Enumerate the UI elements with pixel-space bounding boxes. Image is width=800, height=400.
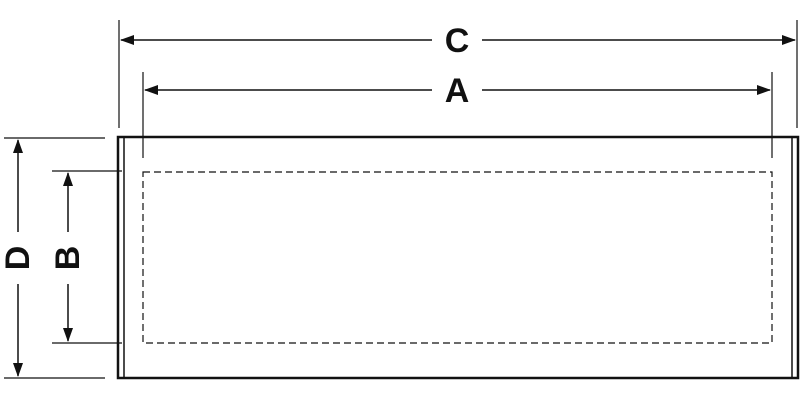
dimension-label-a: A [445,72,470,110]
dimension-label-d: D [0,246,37,271]
inner-cutout-dashed [142,171,773,344]
dimension-label-c: C [445,22,470,60]
dimension-label-b: B [49,246,87,271]
outer-frame [116,135,800,380]
